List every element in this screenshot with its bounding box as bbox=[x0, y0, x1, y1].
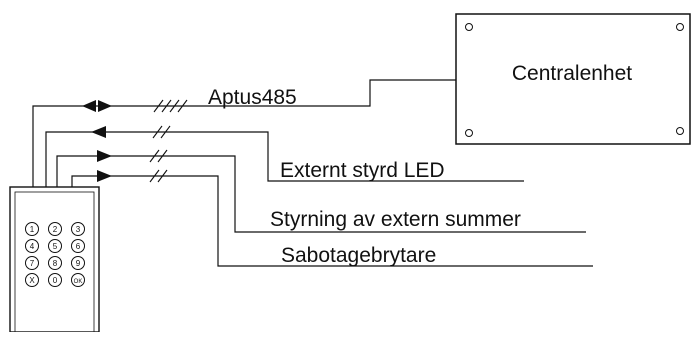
keypad-key: 8 bbox=[48, 256, 62, 270]
keypad-key-label: 8 bbox=[53, 259, 58, 268]
keypad-key: 7 bbox=[25, 256, 39, 270]
keypad-key: 0 bbox=[48, 273, 62, 287]
keypad-key-label: 4 bbox=[30, 242, 35, 251]
wire-mark bbox=[157, 169, 168, 183]
central-unit: Centralenhet bbox=[455, 13, 691, 145]
keypad-key: 2 bbox=[48, 222, 62, 236]
wire-mark bbox=[157, 149, 168, 163]
wire-mark bbox=[153, 99, 164, 113]
central-unit-label: Centralenhet bbox=[512, 62, 632, 85]
label-led: Externt styrd LED bbox=[280, 159, 445, 182]
wire-marks bbox=[149, 99, 188, 183]
keypad-key-outline bbox=[48, 222, 62, 236]
wires bbox=[32, 79, 593, 267]
keypad-key-outline bbox=[71, 239, 85, 253]
label-tamper: Sabotagebrytare bbox=[281, 244, 436, 267]
keypad-key-outline bbox=[25, 256, 39, 270]
keypad-key: OK bbox=[71, 273, 85, 287]
arrow-right-icon bbox=[98, 100, 112, 112]
keypad-key-label: 3 bbox=[76, 225, 81, 234]
keypad-key-label: 0 bbox=[53, 276, 58, 285]
wire-mark bbox=[161, 99, 172, 113]
wire-mark bbox=[169, 99, 180, 113]
arrow-left-icon bbox=[82, 100, 96, 112]
keypad-key: 6 bbox=[71, 239, 85, 253]
label-aptus485: Aptus485 bbox=[208, 86, 297, 109]
keypad-key-outline bbox=[71, 273, 85, 287]
keypad-key: 3 bbox=[71, 222, 85, 236]
arrows bbox=[82, 100, 112, 182]
keypad-reader: 1 2 3 4 5 6 7 8 9X 0 OK bbox=[9, 186, 100, 333]
keypad-key-outline bbox=[71, 256, 85, 270]
mounting-hole bbox=[465, 129, 473, 137]
keypad-key-label: 1 bbox=[30, 225, 35, 234]
wire-mark bbox=[160, 125, 171, 139]
keypad-key-outline bbox=[25, 273, 39, 287]
keypad-key-outline bbox=[48, 273, 62, 287]
keypad-key: X bbox=[25, 273, 39, 287]
keypad-key-label: 9 bbox=[76, 259, 81, 268]
mounting-hole bbox=[465, 23, 473, 31]
wire-aptus485 bbox=[32, 79, 456, 188]
keypad-key-outline bbox=[48, 256, 62, 270]
wire-led bbox=[45, 131, 524, 188]
wire-mark bbox=[177, 99, 188, 113]
keypad-key: 4 bbox=[25, 239, 39, 253]
wire-tamper bbox=[71, 175, 593, 267]
keypad-key-outline bbox=[25, 222, 39, 236]
arrow-left-icon bbox=[91, 126, 106, 138]
keypad-key-label: 7 bbox=[30, 259, 35, 268]
keypad-keys: 1 2 3 4 5 6 7 8 9X 0 OK bbox=[25, 222, 85, 287]
wire-mark bbox=[149, 149, 160, 163]
keypad-key: 5 bbox=[48, 239, 62, 253]
keypad-key: 1 bbox=[25, 222, 39, 236]
keypad-key-label: 2 bbox=[53, 225, 58, 234]
keypad-key-label: X bbox=[29, 276, 35, 285]
label-buzzer: Styrning av extern summer bbox=[270, 208, 521, 231]
central-unit-box bbox=[455, 13, 691, 145]
keypad-key-label: OK bbox=[74, 279, 83, 285]
keypad-key-outline bbox=[25, 239, 39, 253]
wire-mark bbox=[152, 125, 163, 139]
wire-buzzer bbox=[56, 155, 586, 233]
mounting-hole bbox=[676, 127, 684, 135]
keypad-key-outline bbox=[71, 222, 85, 236]
mounting-hole bbox=[676, 23, 684, 31]
keypad-key: 9 bbox=[71, 256, 85, 270]
keypad-key-label: 5 bbox=[53, 242, 58, 251]
arrow-right-icon bbox=[97, 170, 112, 182]
keypad-key-outline bbox=[48, 239, 62, 253]
wire-mark bbox=[149, 169, 160, 183]
keypad-key-label: 6 bbox=[76, 242, 81, 251]
arrow-right-icon bbox=[97, 150, 112, 162]
